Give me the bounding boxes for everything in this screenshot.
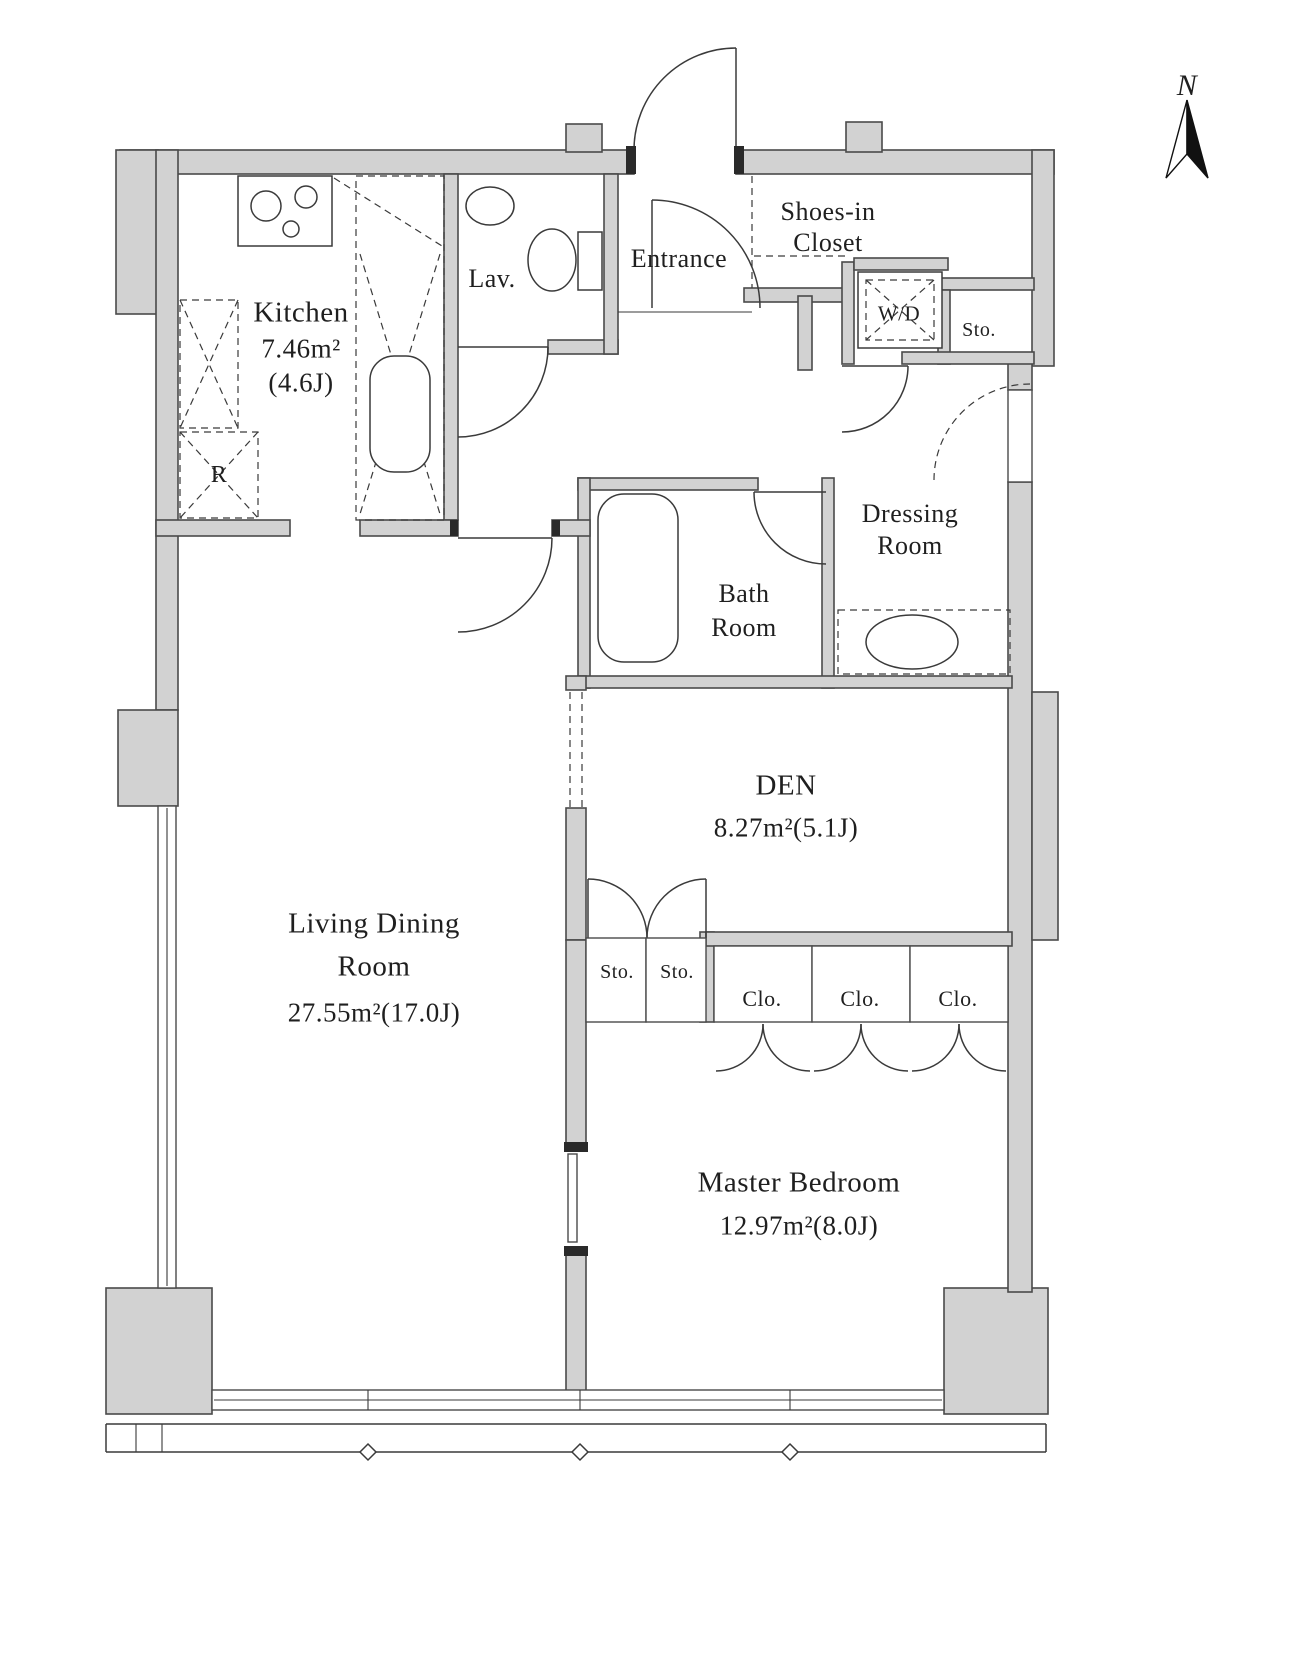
kitchen-sink-icon xyxy=(369,355,431,473)
storage-cells xyxy=(585,937,1009,1023)
living-area-label: 27.55m²(17.0J) xyxy=(287,997,461,1028)
windows xyxy=(157,389,1033,1411)
hall-storage-label: Sto. xyxy=(962,319,996,341)
den-area-label: 8.27m²(5.1J) xyxy=(713,812,859,843)
bath-door-arc xyxy=(753,491,827,565)
storage-a-label: Sto. xyxy=(600,961,634,983)
dressing-label-1: Dressing xyxy=(861,499,959,528)
hall-door-arc xyxy=(651,199,761,309)
closet-a-door-arc xyxy=(715,1023,764,1072)
closet-c-cell xyxy=(909,945,1009,1023)
master-sliding-door xyxy=(567,1153,578,1243)
kitchen-area-label: 7.46m² xyxy=(261,333,341,364)
lavatory-label: Lav. xyxy=(468,264,516,293)
lavatory-basin-icon xyxy=(465,186,515,226)
closet-b-label: Clo. xyxy=(840,986,880,1011)
storage-door-arc-left xyxy=(587,878,648,939)
kitchen-label: Kitchen xyxy=(253,296,349,329)
service-door xyxy=(1007,389,1033,483)
washer-dryer-icon xyxy=(857,271,943,349)
fridge-icon xyxy=(179,431,259,519)
doors xyxy=(457,47,1031,1243)
master-area-label: 12.97m²(8.0J) xyxy=(719,1210,879,1241)
north-arrow-icon xyxy=(1165,99,1209,179)
dressing-label-2: Room xyxy=(877,531,943,560)
shoes-closet-label-2: Closet xyxy=(793,228,863,257)
kitchen-jo-label: (4.6J) xyxy=(268,367,334,398)
stove-icon xyxy=(237,175,333,247)
fridge-label: R xyxy=(210,462,228,488)
closet-c-label: Clo. xyxy=(938,986,978,1011)
shoes-closet-label-1: Shoes-in xyxy=(780,197,876,226)
pantry-icon xyxy=(179,299,239,429)
closet-c-door-arc xyxy=(911,1023,960,1072)
storage-b-cell xyxy=(645,937,707,1023)
living-label-2: Room xyxy=(337,950,411,983)
fixtures xyxy=(179,175,1011,675)
living-door-arc xyxy=(457,537,553,633)
vanity-basin-icon xyxy=(837,609,1011,675)
living-label-1: Living Dining xyxy=(288,907,460,940)
service-door-arc xyxy=(933,383,1031,481)
balcony-marker xyxy=(358,1442,378,1462)
washer-dryer-label: W/D xyxy=(877,301,921,326)
kitchen-counter-icon xyxy=(333,175,445,521)
bathtub-icon xyxy=(597,493,679,663)
entrance-label: Entrance xyxy=(630,244,728,273)
den-label: DEN xyxy=(755,769,817,802)
balcony xyxy=(105,1423,1047,1462)
entrance-door-arc xyxy=(633,47,737,151)
storage-a-cell xyxy=(585,937,647,1023)
master-label: Master Bedroom xyxy=(697,1166,901,1199)
dressing-door-arc xyxy=(841,365,909,433)
lavatory-door-arc xyxy=(457,346,549,438)
closet-a-label: Clo. xyxy=(742,986,782,1011)
storage-door-arc-right xyxy=(646,878,707,939)
storage-b-label: Sto. xyxy=(660,961,694,983)
closet-a-cell xyxy=(713,945,813,1023)
closet-b-door-arc xyxy=(813,1023,862,1072)
walls xyxy=(105,121,1059,1415)
bath-label-1: Bath xyxy=(718,579,770,608)
bath-label-2: Room xyxy=(711,613,777,642)
toilet-icon xyxy=(527,228,603,292)
door-jambs xyxy=(450,146,744,1256)
north-label: N xyxy=(1176,69,1198,102)
